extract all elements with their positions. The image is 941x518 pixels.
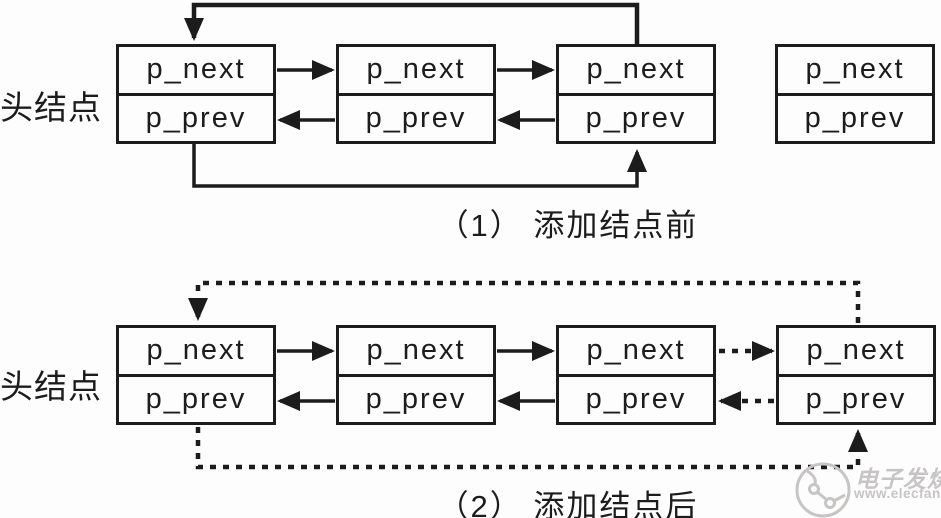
watermark: 电子发烧友 www.elecfans.com: [793, 453, 941, 518]
node-s1-head: p_next p_prev: [116, 44, 276, 144]
cell-p-prev: p_prev: [365, 382, 467, 415]
cell-p-prev: p_prev: [585, 382, 687, 415]
watermark-url-text: www.elecfans.com: [854, 486, 941, 501]
node-s2-appended-new: p_next p_prev: [776, 325, 936, 425]
arrow-s1-loop-tail-next-to-head: [184, 2, 640, 46]
cell-p-next: p_next: [559, 47, 713, 96]
cell-p-next: p_next: [119, 328, 273, 377]
node-s1-detached-new: p_next p_prev: [775, 44, 935, 144]
cell-p-next: p_next: [778, 47, 932, 96]
cell-p-next: p_next: [339, 47, 493, 96]
head-node-label-section2: 头结点: [0, 368, 102, 405]
node-s2-2: p_next p_prev: [336, 325, 496, 425]
cell-p-next: p_next: [779, 328, 933, 377]
cell-p-next: p_next: [559, 328, 713, 377]
caption-after-add: （2） 添加结点后: [437, 489, 699, 518]
circuit-trace-logo-icon: [795, 462, 851, 518]
watermark-brand-text: 电子发烧友: [855, 466, 941, 492]
node-s1-2: p_next p_prev: [336, 44, 496, 144]
arrow-s2-loop-new-next-to-head-dotted: [188, 280, 861, 323]
cell-p-prev: p_prev: [145, 101, 247, 134]
node-s2-3: p_next p_prev: [556, 325, 716, 425]
caption-before-add: （1） 添加结点前: [437, 208, 699, 243]
cell-p-prev: p_prev: [365, 101, 467, 134]
cell-p-prev: p_prev: [145, 382, 247, 415]
arrow-s2-loop-head-prev-to-new-dotted: [195, 427, 868, 470]
head-node-label-section1: 头结点: [0, 89, 102, 126]
cell-p-next: p_next: [339, 328, 493, 377]
cell-p-prev: p_prev: [585, 101, 687, 134]
cell-p-prev: p_prev: [805, 382, 907, 415]
node-s2-head: p_next p_prev: [116, 325, 276, 425]
cell-p-next: p_next: [119, 47, 273, 96]
node-s1-3: p_next p_prev: [556, 44, 716, 144]
arrow-s1-loop-head-prev-to-tail: [192, 144, 647, 188]
cell-p-prev: p_prev: [804, 101, 906, 134]
